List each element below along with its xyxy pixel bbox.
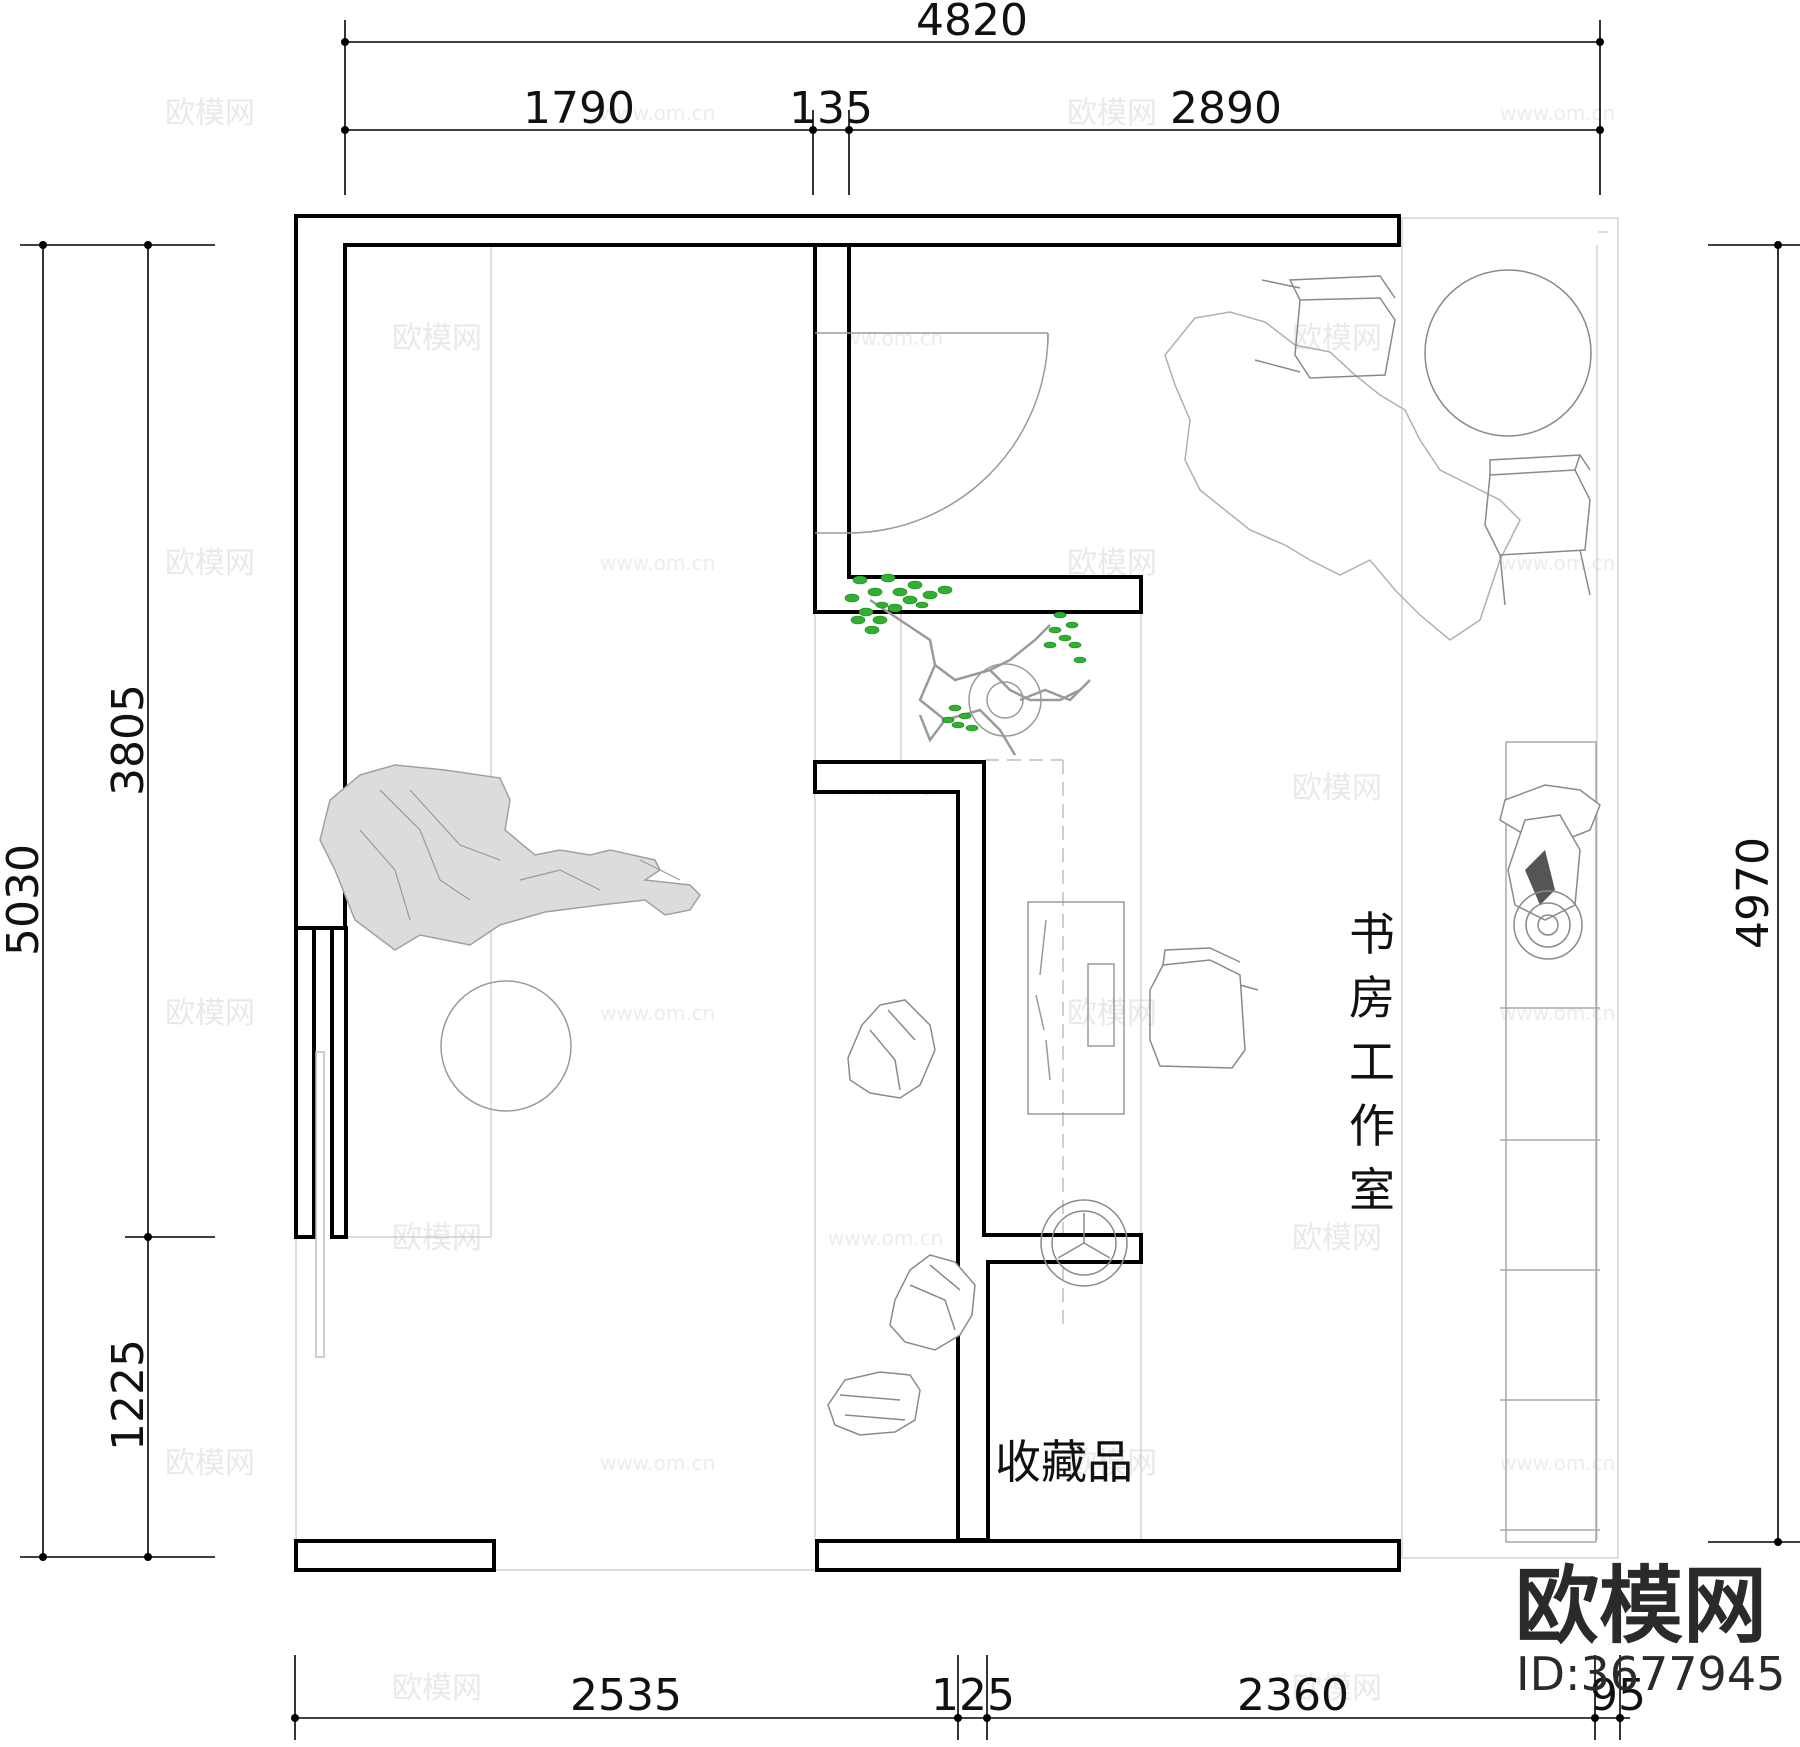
dim-right-overall: 4970 <box>1728 837 1779 949</box>
brand-logo: 欧模网 <box>1515 1557 1767 1655</box>
round-table-icon <box>1424 269 1592 437</box>
wall-middle-partition <box>813 760 1143 1542</box>
sculpture-icon <box>1499 784 1601 960</box>
round-table-icon <box>440 980 572 1112</box>
chair-icon <box>1484 454 1591 606</box>
svg-text:www.om.cn: www.om.cn <box>600 551 715 575</box>
svg-text:欧模网: 欧模网 <box>165 996 255 1031</box>
svg-text:欧模网: 欧模网 <box>165 96 255 131</box>
dim-top-overall: 4820 <box>916 0 1028 46</box>
dim-left-2: 1225 <box>103 1339 154 1451</box>
svg-text:欧模网: 欧模网 <box>392 1221 482 1256</box>
wall-west-pier <box>330 926 348 1239</box>
svg-text:工: 工 <box>1349 1035 1395 1089</box>
dim-top-3: 2890 <box>1170 83 1282 134</box>
dim-bottom-3: 2360 <box>1237 1670 1349 1721</box>
dimension-bottom: 2535 125 2360 95 <box>291 1655 1646 1740</box>
svg-text:www.om.cn: www.om.cn <box>600 1451 715 1475</box>
svg-text:欧模网: 欧模网 <box>1067 96 1157 131</box>
door-swing <box>815 332 1049 534</box>
rock-icon <box>827 999 976 1436</box>
svg-text:作: 作 <box>1349 1099 1395 1153</box>
dim-top-2: 135 <box>789 83 873 134</box>
dim-top-1: 1790 <box>523 83 635 134</box>
svg-text:www.om.cn: www.om.cn <box>600 101 715 125</box>
svg-text:欧模网: 欧模网 <box>1292 1671 1382 1706</box>
model-id: ID:3677945 <box>1516 1647 1785 1701</box>
dimension-top: 4820 1790 135 2890 <box>341 0 1604 195</box>
svg-text:www.om.cn: www.om.cn <box>1500 1001 1615 1025</box>
room-label-collection: 收藏品 <box>995 1435 1133 1489</box>
dim-bottom-1: 2535 <box>570 1670 682 1721</box>
wall-door-return <box>813 243 1143 614</box>
tree-icon <box>844 573 1091 756</box>
svg-text:欧模网: 欧模网 <box>165 1446 255 1481</box>
dim-bottom-2: 125 <box>931 1670 1015 1721</box>
svg-text:www.om.cn: www.om.cn <box>1500 551 1615 575</box>
chair-icon <box>1254 275 1396 379</box>
svg-text:www.om.cn: www.om.cn <box>1500 1451 1615 1475</box>
wall-south-east <box>815 1539 1401 1572</box>
chair-icon <box>1149 947 1259 1069</box>
sliding-door <box>315 1051 325 1358</box>
dim-bottom-4: 95 <box>1590 1670 1646 1721</box>
dimension-left: 5030 3805 1225 <box>0 241 215 1561</box>
shelf-unit <box>1500 741 1600 1543</box>
svg-text:欧模网: 欧模网 <box>1067 996 1157 1031</box>
svg-text:书: 书 <box>1349 907 1395 961</box>
svg-text:欧模网: 欧模网 <box>1292 1221 1382 1256</box>
svg-text:欧模网: 欧模网 <box>1292 771 1382 806</box>
sculpture-icon <box>319 764 701 951</box>
dimension-right: 4970 <box>1708 241 1800 1546</box>
dim-left-overall: 5030 <box>0 844 49 956</box>
svg-text:欧模网: 欧模网 <box>1067 1446 1157 1481</box>
dim-left-1: 3805 <box>103 684 154 796</box>
walls <box>294 214 1401 1572</box>
svg-text:室: 室 <box>1349 1163 1395 1217</box>
wall-west-stub <box>294 926 316 1239</box>
svg-text:房: 房 <box>1349 971 1395 1025</box>
lamp-icon <box>1040 1199 1128 1287</box>
svg-text:欧模网: 欧模网 <box>1292 321 1382 356</box>
svg-text:www.om.cn: www.om.cn <box>828 1226 943 1250</box>
svg-text:欧模网: 欧模网 <box>165 546 255 581</box>
rug-icon <box>1164 311 1521 641</box>
room-label-study: 书 房 工 作 室 <box>1349 907 1395 1217</box>
svg-text:欧模网: 欧模网 <box>392 321 482 356</box>
svg-text:www.om.cn: www.om.cn <box>600 1001 715 1025</box>
desk <box>1027 901 1125 1115</box>
svg-text:www.om.cn: www.om.cn <box>1500 101 1615 125</box>
wall-south-west <box>294 1539 496 1572</box>
svg-text:欧模网: 欧模网 <box>392 1671 482 1706</box>
